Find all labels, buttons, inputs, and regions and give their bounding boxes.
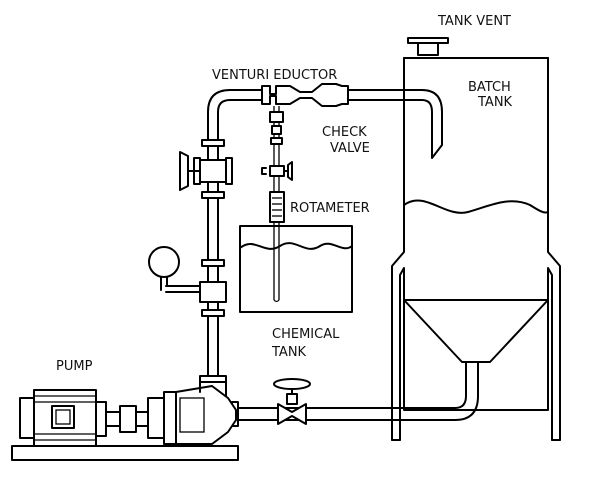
tank-vent bbox=[407, 37, 449, 56]
pump-suction-pipe bbox=[231, 361, 479, 427]
pump-label: PUMP bbox=[56, 359, 93, 374]
pump-assembly bbox=[11, 381, 239, 461]
motor bbox=[19, 389, 107, 447]
batch-tank-label-line2: TANK bbox=[477, 95, 513, 110]
rotameter bbox=[269, 191, 285, 223]
chemical-tank bbox=[239, 225, 353, 313]
venturi-eductor-label: VENTURI EDUCTOR bbox=[212, 68, 337, 83]
pressure-gauge bbox=[148, 246, 180, 291]
riser-valve-upper bbox=[179, 139, 233, 199]
rotameter-label: ROTAMETER bbox=[290, 201, 370, 216]
eductor-pipe bbox=[229, 89, 443, 159]
suction-gate-valve bbox=[273, 378, 311, 425]
venturi-eductor bbox=[261, 83, 349, 107]
pump-discharge-flange bbox=[199, 375, 227, 383]
chemical-tank-liquid-surface bbox=[239, 242, 353, 250]
riser-valve-lower bbox=[165, 259, 227, 317]
suction-valve bbox=[261, 161, 293, 181]
batch-tank-label-line1: BATCH bbox=[468, 80, 511, 95]
check-valve-label-line1: CHECK bbox=[322, 125, 367, 140]
tank-vent-label: TANK VENT bbox=[437, 14, 511, 29]
check-valve bbox=[269, 111, 284, 145]
chemical-tank-label-line2: TANK bbox=[271, 345, 307, 360]
pump-base bbox=[11, 445, 239, 461]
check-valve-label-line2: VALVE bbox=[330, 141, 370, 156]
batch-tank bbox=[391, 37, 561, 441]
centrifugal-pump bbox=[147, 381, 237, 445]
batch-tank-cone bbox=[403, 299, 549, 363]
valve-handwheel-icon bbox=[179, 151, 189, 191]
discharge-riser-pipe bbox=[207, 89, 231, 379]
batch-tank-liquid-surface bbox=[403, 199, 549, 214]
coupling bbox=[105, 405, 149, 433]
chemical-tank-label-line1: CHEMICAL bbox=[272, 327, 340, 342]
valve-handwheel-icon bbox=[273, 378, 311, 390]
